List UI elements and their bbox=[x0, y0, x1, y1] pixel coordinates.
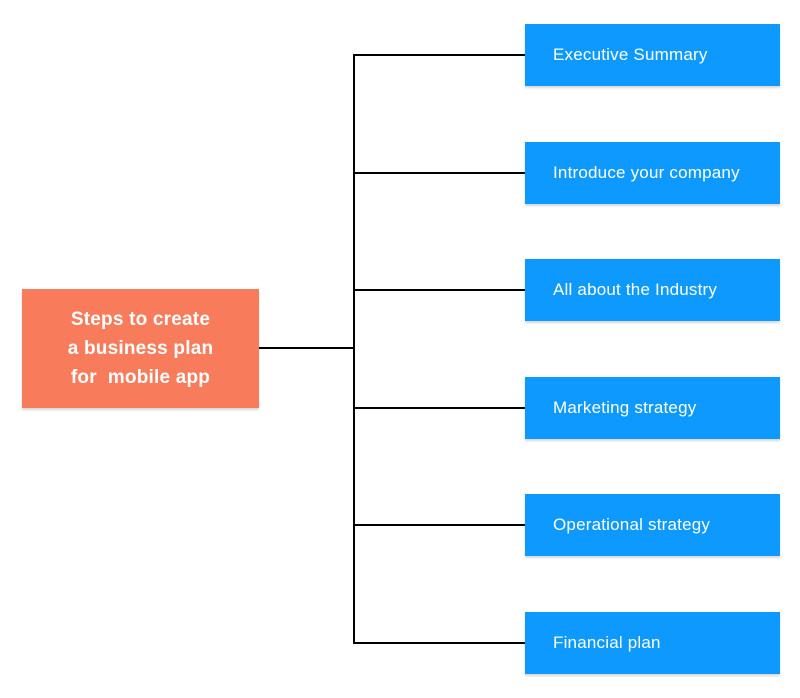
branch-node-financial-plan[interactable]: Financial plan bbox=[525, 612, 780, 674]
connector-branch-2 bbox=[353, 172, 525, 174]
connector-branch-6 bbox=[353, 642, 525, 644]
branch-node-all-about-the-industry[interactable]: All about the Industry bbox=[525, 259, 780, 321]
connector-branch-5 bbox=[353, 524, 525, 526]
branch-label: Financial plan bbox=[553, 633, 661, 652]
branch-node-introduce-your-company[interactable]: Introduce your company bbox=[525, 142, 780, 204]
root-node[interactable]: Steps to create a business plan for mobi… bbox=[22, 289, 259, 408]
branch-node-executive-summary[interactable]: Executive Summary bbox=[525, 24, 780, 86]
connector-branch-3 bbox=[353, 289, 525, 291]
branch-label: All about the Industry bbox=[553, 280, 718, 299]
branch-node-operational-strategy[interactable]: Operational strategy bbox=[525, 494, 780, 556]
root-label-line-3: for mobile app bbox=[70, 367, 211, 388]
branch-node-marketing-strategy[interactable]: Marketing strategy bbox=[525, 377, 780, 439]
branch-label: Operational strategy bbox=[553, 515, 711, 534]
root-label-line-1: Steps to create bbox=[70, 309, 211, 330]
connector-branch-1 bbox=[353, 54, 525, 56]
root-label-line-2: a business plan bbox=[67, 338, 214, 359]
connector-root bbox=[259, 347, 355, 349]
branch-label: Marketing strategy bbox=[553, 398, 697, 417]
branch-label: Executive Summary bbox=[553, 45, 708, 64]
connector-spine bbox=[353, 54, 355, 644]
branch-label: Introduce your company bbox=[553, 163, 740, 182]
connector-branch-4 bbox=[353, 407, 525, 409]
